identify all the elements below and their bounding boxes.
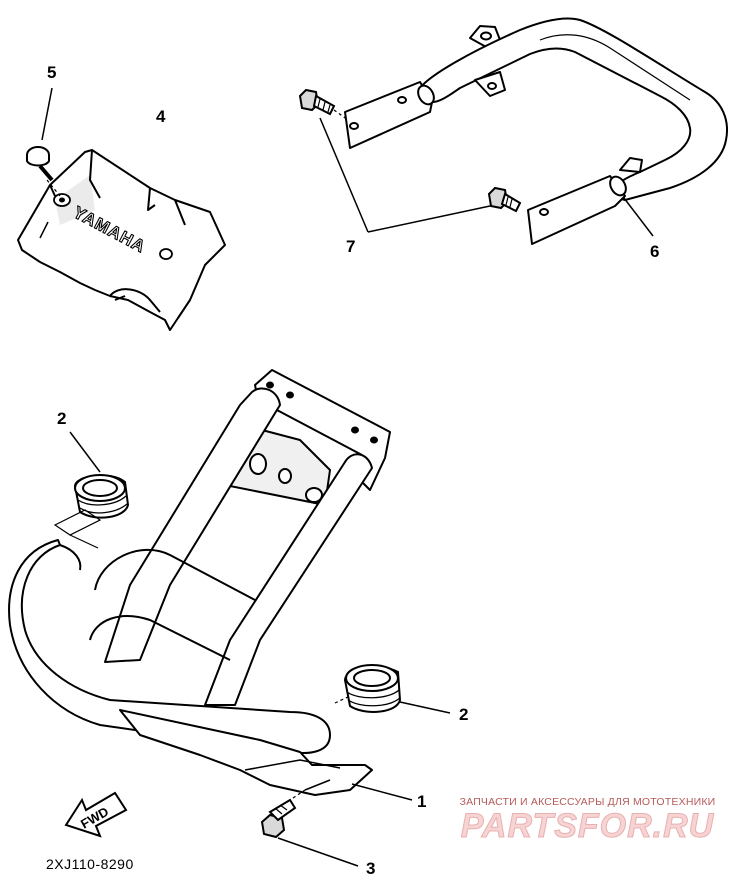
watermark-caption: ЗАПЧАСТИ И АКСЕССУАРЫ ДЛЯ МОТОТЕХНИКИ	[459, 796, 716, 808]
part-4-cover: YAMAHA	[17, 149, 226, 331]
diagram-part-code: 2XJ110-8290	[46, 856, 134, 872]
callout-7: 7	[346, 237, 356, 256]
part-7-bolts	[298, 88, 522, 233]
callout-2-lower: 2	[459, 705, 469, 724]
part-1-bumper-frame	[8, 369, 413, 801]
part-6-grab-rail	[344, 17, 728, 245]
callout-4: 4	[156, 107, 166, 126]
part-2-grommet-left	[53, 431, 130, 549]
fwd-arrow-icon: FWD	[64, 791, 128, 838]
part-2-grommet-right	[334, 664, 451, 714]
part-3-bolt	[260, 789, 359, 867]
callout-1: 1	[417, 792, 427, 811]
callout-2-upper: 2	[57, 409, 67, 428]
part-5-screw	[26, 87, 61, 197]
callout-3: 3	[366, 859, 376, 878]
callout-6: 6	[650, 242, 660, 261]
callout-5: 5	[47, 63, 57, 82]
watermark-logo: PARTSFOR.RU	[460, 807, 715, 845]
watermark: ЗАПЧАСТИ И АКСЕССУАРЫ ДЛЯ МОТОТЕХНИКИ PA…	[435, 796, 740, 845]
